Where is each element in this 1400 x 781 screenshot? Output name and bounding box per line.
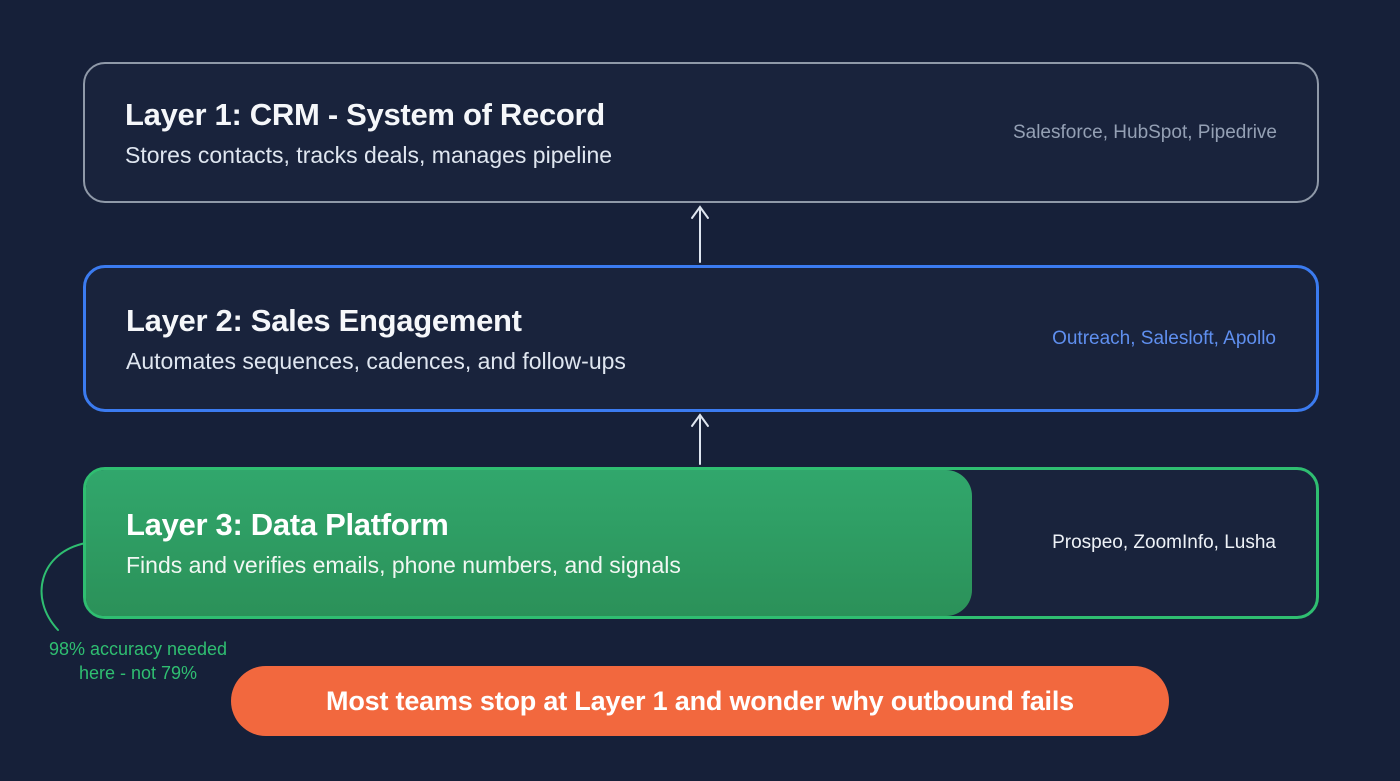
layer3-highlight [86,470,972,616]
layer1-title: Layer 1: CRM - System of Record [125,96,605,132]
layer3-subtitle: Finds and verifies emails, phone numbers… [126,552,681,578]
layer3-box: Layer 3: Data Platform Finds and verifie… [83,467,1319,619]
layer3-title: Layer 3: Data Platform [126,507,449,542]
annotation-connector-line [40,542,87,631]
layer1-vendors: Salesforce, HubSpot, Pipedrive [1012,121,1277,143]
layer2-vendors: Outreach, Salesloft, Apollo [1052,327,1276,349]
warning-banner-text: Most teams stop at Layer 1 and wonder wh… [326,685,1074,716]
layer1-text: Layer 1: CRM - System of Record Stores c… [125,97,612,169]
accuracy-annotation-line1: 98% accuracy needed [48,639,228,659]
accuracy-annotation-line2: here - not 79% [78,663,198,684]
arrow-up-icon [691,205,709,263]
layer1-box: Layer 1: CRM - System of Record Stores c… [83,62,1319,203]
warning-banner: Most teams stop at Layer 1 and wonder wh… [231,666,1169,736]
arrow-up-icon [691,413,709,465]
layer1-subtitle: Stores contacts, tracks deals, manages p… [125,141,613,168]
layer3-text: Layer 3: Data Platform Finds and verifie… [126,507,681,579]
layer2-subtitle: Automates sequences, cadences, and follo… [126,347,626,374]
layer2-title: Layer 2: Sales Engagement [126,302,522,338]
layer2-box: Layer 2: Sales Engagement Automates sequ… [83,265,1319,412]
accuracy-annotation: 98% accuracy needed here - not 79% [18,637,258,686]
layer2-text: Layer 2: Sales Engagement Automates sequ… [126,303,626,375]
layer3-vendors: Prospeo, ZoomInfo, Lusha [1052,532,1276,553]
